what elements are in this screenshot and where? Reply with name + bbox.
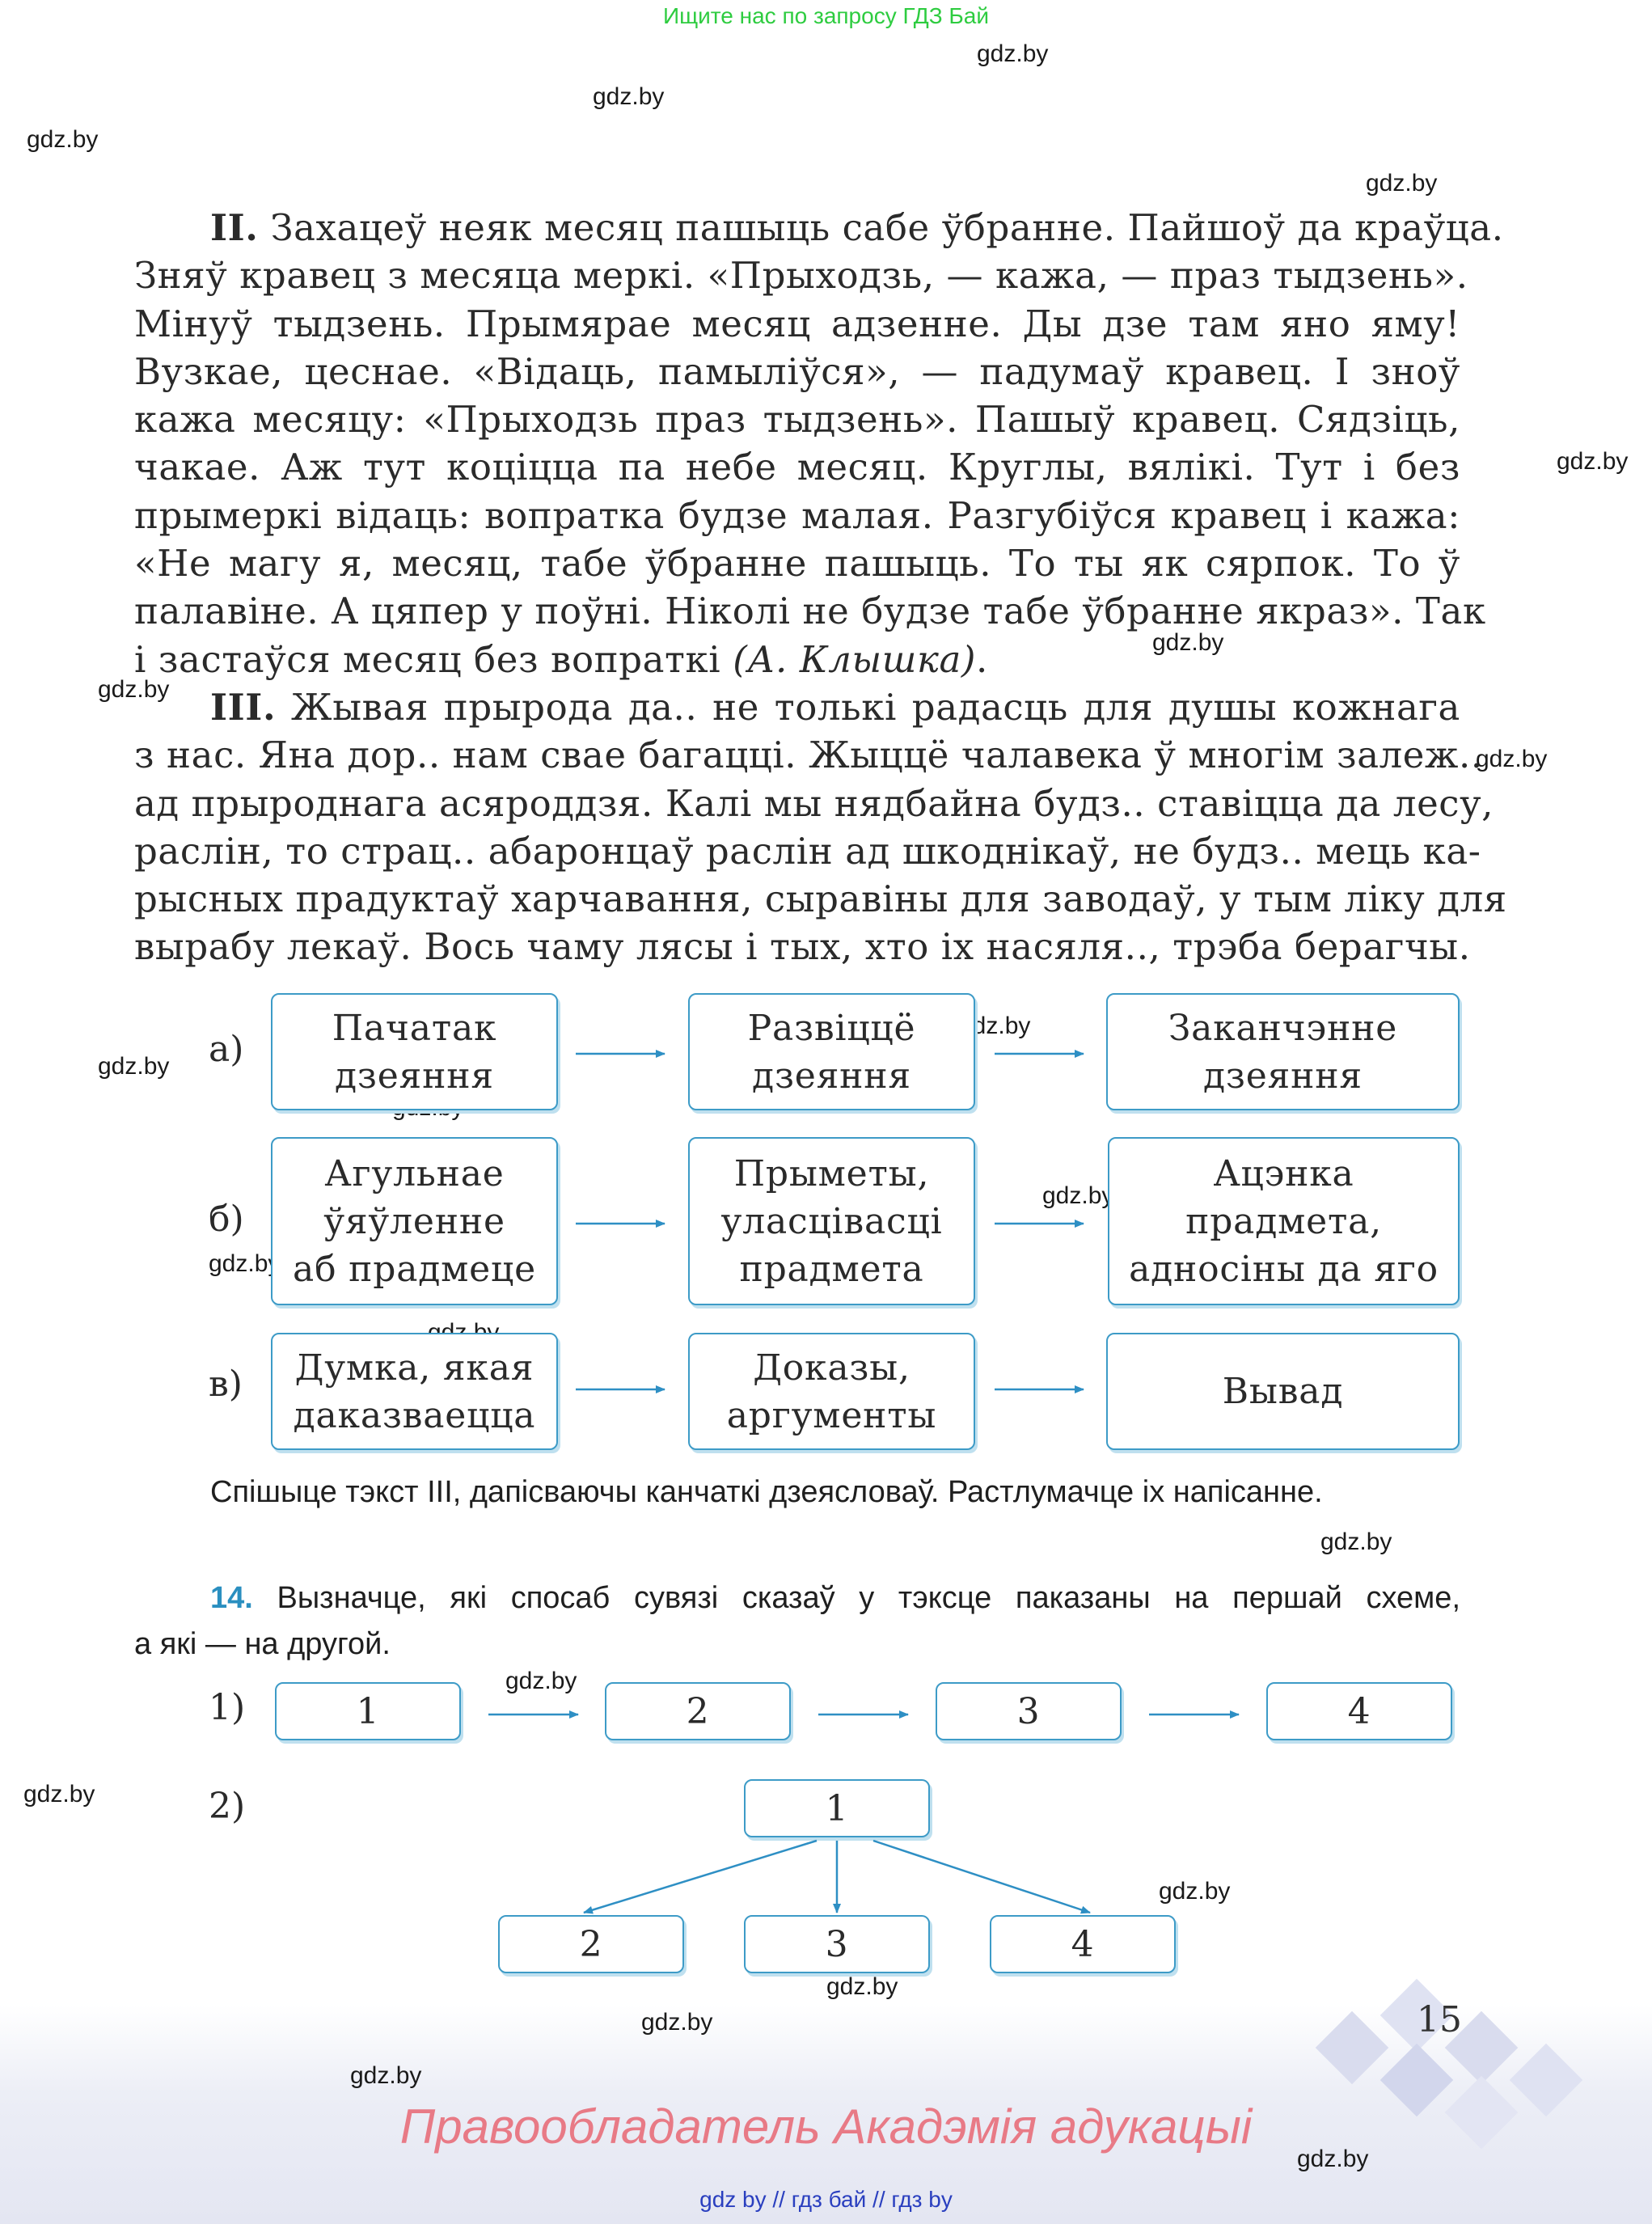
watermark: gdz.by xyxy=(826,1973,898,2000)
scheme-label-b: б) xyxy=(209,1199,244,1240)
watermark: gdz.by xyxy=(98,676,170,703)
watermark: gdz.by xyxy=(1152,629,1224,656)
page-number: 15 xyxy=(1417,1999,1462,2040)
watermark: gdz.by xyxy=(641,2009,713,2036)
watermark: gdz.by xyxy=(209,1250,281,1277)
text-line: ад прыроднага асяроддзя. Калі мы нядбайн… xyxy=(134,781,1494,825)
scheme-a-box-2: Развіццё дзеяння xyxy=(688,993,975,1110)
text-II: II. Захацеў неяк месяц пашыць сабе ўбран… xyxy=(134,204,1503,683)
scheme-c-box-1: Думка, якая даказваецца xyxy=(271,1333,558,1450)
text-line: Мінуў тыдзень. Прымярае месяц адзенне. Д… xyxy=(134,302,1460,345)
search-hint: Ищите нас по запросу ГДЗ Бай xyxy=(662,3,990,28)
chain-scheme-label: 1) xyxy=(209,1687,246,1728)
task-line: а які — на другой. xyxy=(134,1627,391,1661)
text-line: Захацеў неяк месяц пашыць сабе ўбранне. … xyxy=(270,206,1504,249)
scheme-b-box-3: Ацэнка прадмета, адносіны да яго xyxy=(1108,1137,1460,1305)
task-number: 14. xyxy=(210,1581,253,1615)
text-line: Вузкае, цеснае. «Відаць, памыліўся», — п… xyxy=(134,349,1460,393)
text-line: палавіне. А цяпер у поўні. Ніколі не буд… xyxy=(134,590,1486,633)
watermark: gdz.by xyxy=(505,1668,577,1694)
chain-box-4: 4 xyxy=(1266,1682,1452,1740)
text-line: і застаўся месяц без вопраткі xyxy=(134,637,721,681)
scheme-c-box-3: Вывад xyxy=(1106,1333,1460,1450)
tree-child-box-3: 4 xyxy=(990,1915,1176,1973)
watermark: gdz.by xyxy=(27,126,99,153)
instruction-text: Спішыце тэкст III, дапісваючы канчаткі д… xyxy=(210,1475,1323,1509)
watermark: gdz.by xyxy=(1366,170,1438,197)
arrow-tree-3 xyxy=(872,1839,1091,1914)
text-line: чакае. Аж тут коціцца па небе месяц. Кру… xyxy=(134,446,1460,489)
text-line: з нас. Яна дор.. нам свае багацці. Жыццё… xyxy=(134,734,1483,777)
scheme-label-c: в) xyxy=(209,1364,243,1405)
watermark: gdz.by xyxy=(1476,746,1548,772)
rights-holder: Правообладатель Акадэмія адукацыі xyxy=(399,2099,1253,2154)
task-14: 14. Вызначце, які спосаб сувязі сказаў у… xyxy=(134,1575,1460,1668)
chain-box-2: 2 xyxy=(605,1682,791,1740)
text-line: Зняў кравец з месяца меркі. «Прыходзь, —… xyxy=(134,254,1468,298)
tree-root-box: 1 xyxy=(744,1779,930,1837)
arrow-tree-1 xyxy=(583,1839,818,1914)
scheme-a-box-3: Заканчэнне дзеяння xyxy=(1106,993,1460,1110)
scheme-b-box-1: Агульнае ўяўленне аб прадмеце xyxy=(271,1137,558,1305)
text-line: прымеркі відаць: вопратка будзе малая. Р… xyxy=(134,493,1460,537)
watermark: gdz.by xyxy=(350,2062,422,2089)
scheme-label-a: а) xyxy=(209,1029,244,1070)
watermark: gdz.by xyxy=(593,83,665,110)
watermark: gdz.by xyxy=(1159,1878,1231,1905)
watermark: gdz.by xyxy=(1557,448,1629,475)
text-III: III. Жывая прырода да.. не толькі радасц… xyxy=(134,683,1507,971)
tree-child-box-1: 2 xyxy=(498,1915,684,1973)
watermark: gdz.by xyxy=(977,40,1049,67)
text-line: вырабу лекаў. Вось чаму лясы і тых, хто … xyxy=(134,925,1471,969)
watermark: gdz.by xyxy=(98,1053,170,1080)
scheme-b-box-2: Прыметы, уласцівасці прадмета xyxy=(688,1137,975,1305)
scheme-a-box-1: Пачатак дзеяння xyxy=(271,993,558,1110)
author-name: (А. Клышка) xyxy=(733,637,977,681)
chain-box-1: 1 xyxy=(275,1682,461,1740)
tree-child-box-2: 3 xyxy=(744,1915,930,1973)
chain-box-3: 3 xyxy=(936,1682,1122,1740)
text-line: раслін, то страц.. абаронцаў раслін ад ш… xyxy=(134,829,1481,873)
text-line: рысных прадуктаў харчавання, сыравіны дл… xyxy=(134,877,1507,921)
watermark: gdz.by xyxy=(1320,1528,1392,1555)
text-II-label: II. xyxy=(210,206,259,249)
bottom-links[interactable]: gdz by // гдз бай // гдз by xyxy=(699,2187,953,2212)
scheme-c-box-2: Доказы, аргументы xyxy=(688,1333,975,1450)
tree-scheme-label: 2) xyxy=(209,1786,246,1827)
watermark: gdz.by xyxy=(23,1781,95,1808)
watermark: gdz.by xyxy=(1297,2146,1369,2172)
text-III-label: III. xyxy=(210,686,277,729)
text-line: «Не магу я, месяц, табе ўбранне пашыць. … xyxy=(134,542,1460,586)
text-line: Жывая прырода да.. не толькі радасць для… xyxy=(291,686,1460,729)
watermark: gdz.by xyxy=(1042,1182,1114,1209)
text-end: . xyxy=(976,637,988,681)
task-line: Вызначце, які спосаб сувязі сказаў у тэк… xyxy=(277,1581,1460,1615)
text-line: кажа месяцу: «Прыходзь праз тыдзень». Па… xyxy=(134,398,1460,442)
